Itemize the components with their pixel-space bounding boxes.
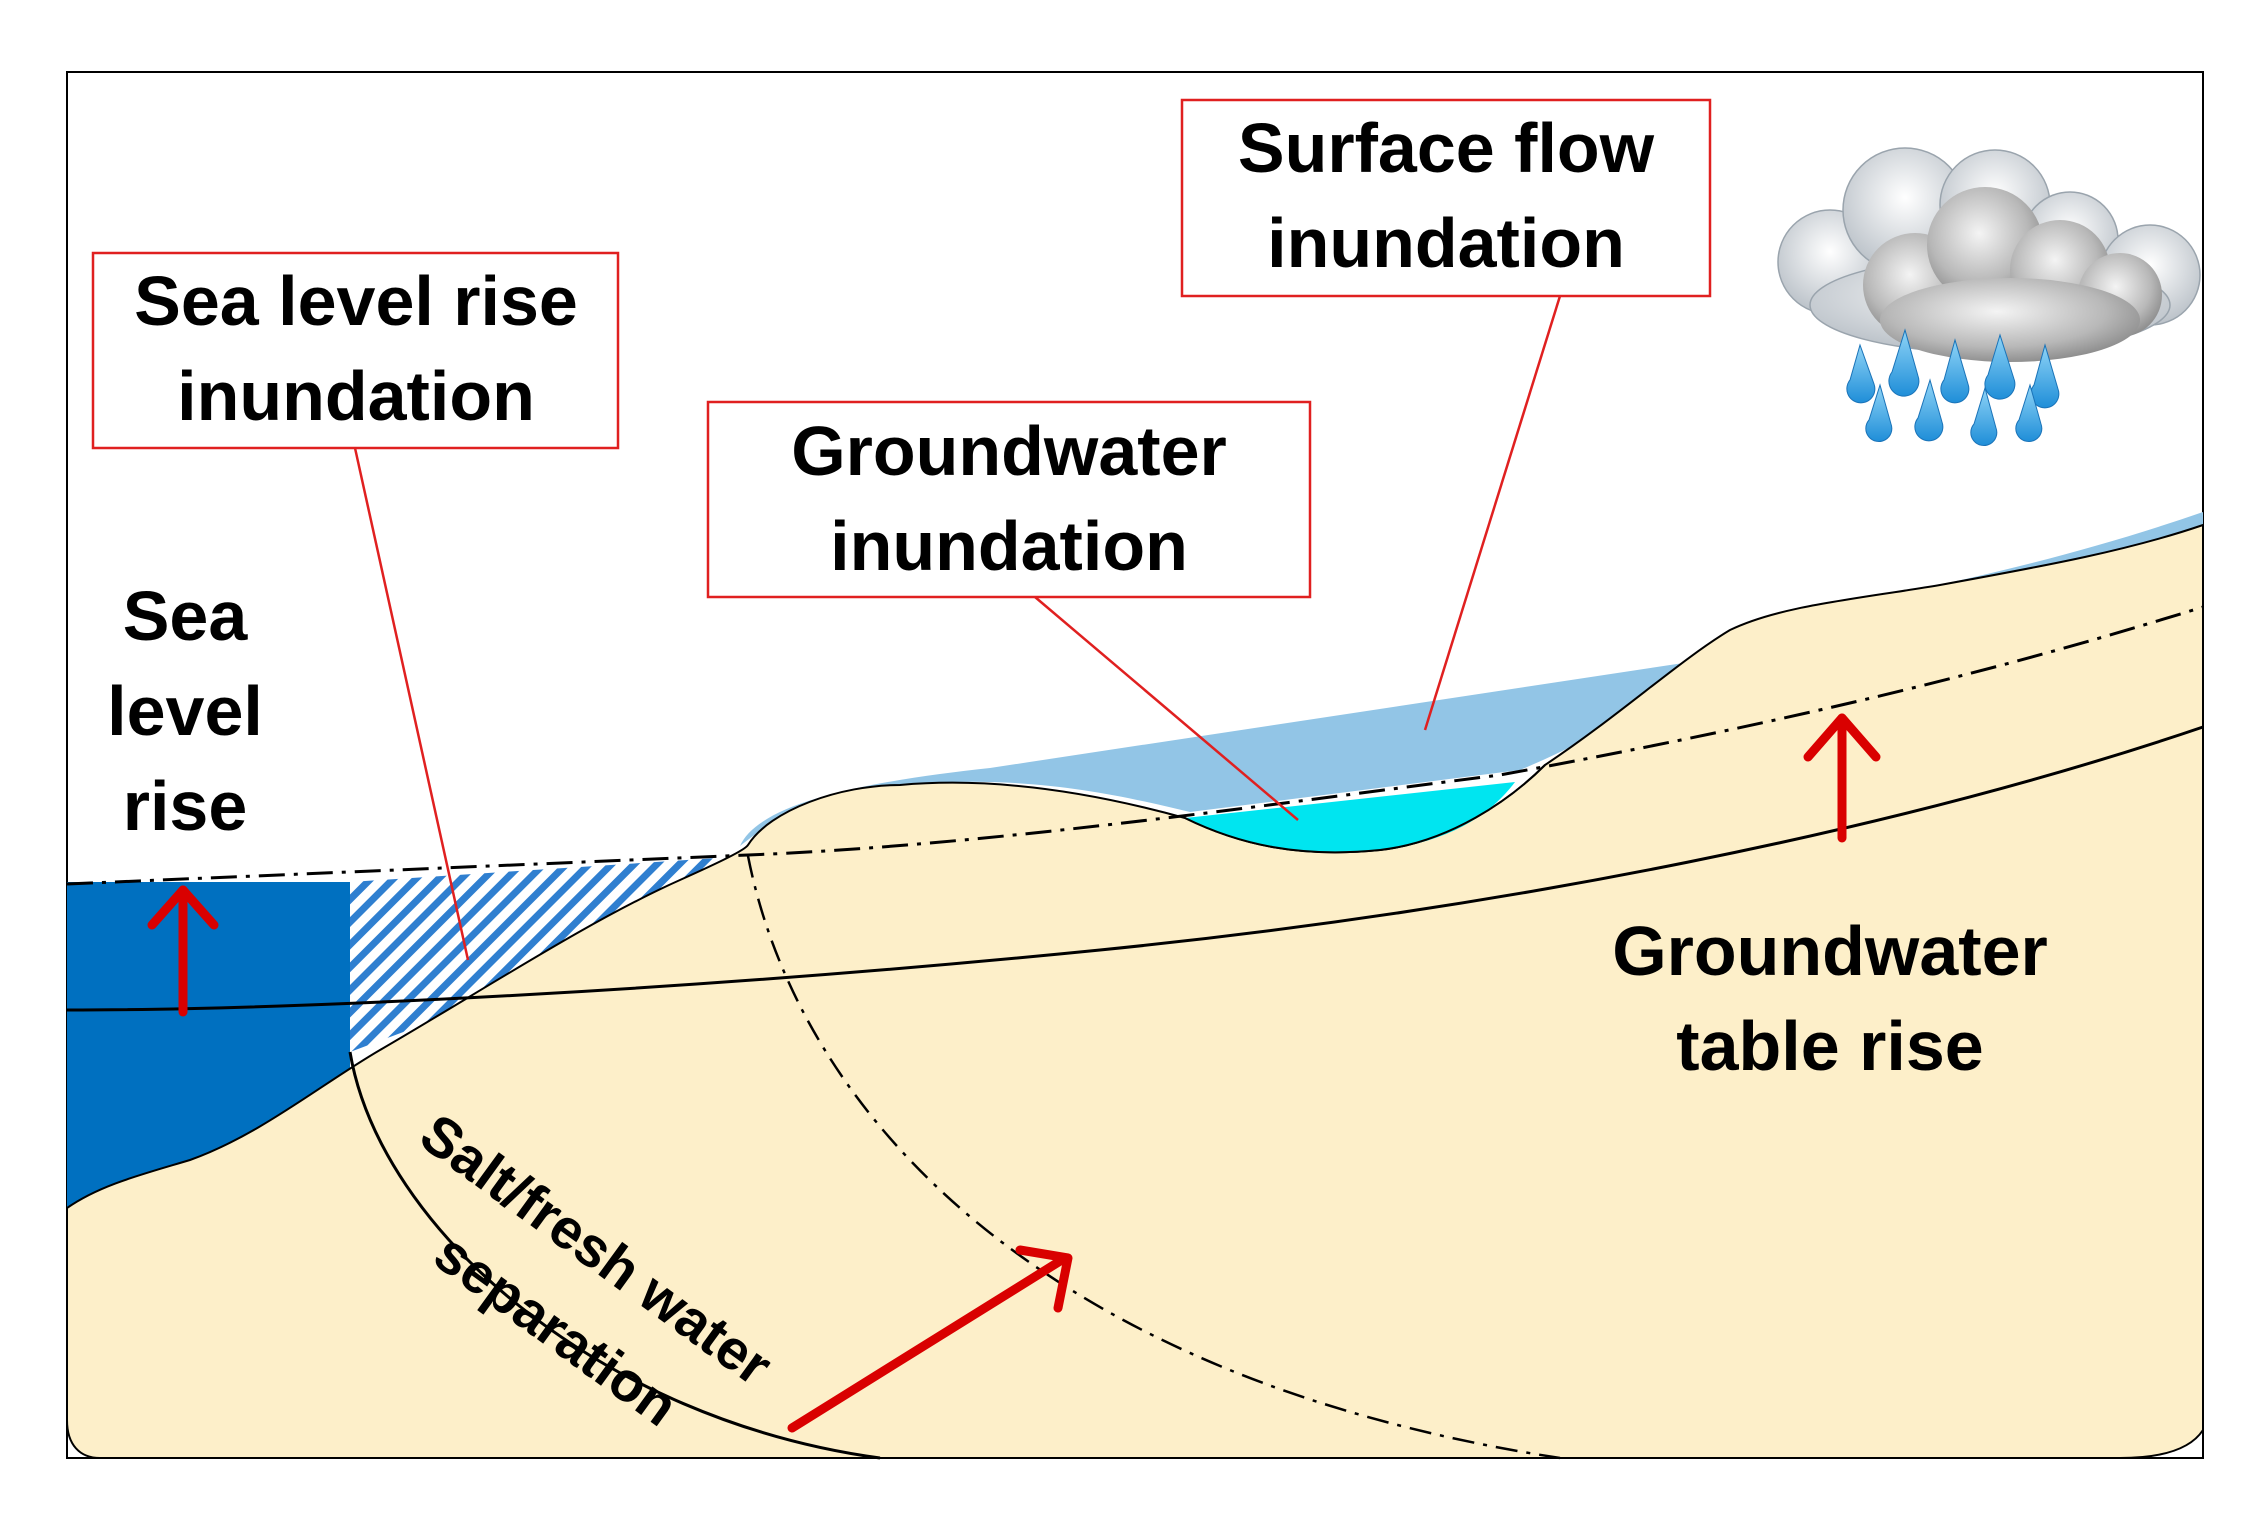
salt-fresh-separation-line: [348, 1051, 881, 1460]
separation-shift-arrow: [787, 1245, 1073, 1433]
groundwater-inundation-label-line1: Groundwater: [791, 412, 1227, 490]
groundwater-pond: [1185, 782, 1515, 853]
groundwater-inundation-label-line2: inundation: [830, 507, 1188, 585]
new-separation-line: [746, 855, 1561, 1460]
sea-level-rise-inundation-callout: [91, 251, 620, 450]
sea-level-rise-callout-leader: [353, 447, 470, 961]
sea-level-rise-inundation-label-line2: inundation: [177, 357, 535, 435]
sea-level-rise-label-line3: rise: [123, 767, 248, 845]
surface-flow-inundation-label-line1: Surface flow: [1238, 109, 1655, 187]
groundwater-inundation-callout: [706, 400, 1312, 599]
groundwater-table-line: [66, 725, 2204, 1012]
sea-level-rise-arrow: [147, 885, 219, 1017]
sea-level-rise-label-line1: Sea: [123, 577, 249, 655]
surface-flow-inundation-label-line2: inundation: [1267, 204, 1625, 282]
groundwater-table-rise-label-line2: table rise: [1676, 1007, 1983, 1085]
surface-flow-callout-leader: [1423, 295, 1562, 731]
groundwater-table-rise-label-line1: Groundwater: [1612, 912, 2048, 990]
surface-flow-inundation-callout: [1180, 98, 1712, 298]
groundwater-callout-leader: [1034, 596, 1299, 821]
sea-level-rise-label-line2: level: [107, 672, 263, 750]
surface-flow-water: [740, 512, 2203, 846]
rain-cloud-icon: [1777, 147, 2201, 446]
groundwater-table-rise-arrow: [1803, 713, 1881, 843]
sea-level-rise-inundation-label-line1: Sea level rise: [134, 262, 578, 340]
